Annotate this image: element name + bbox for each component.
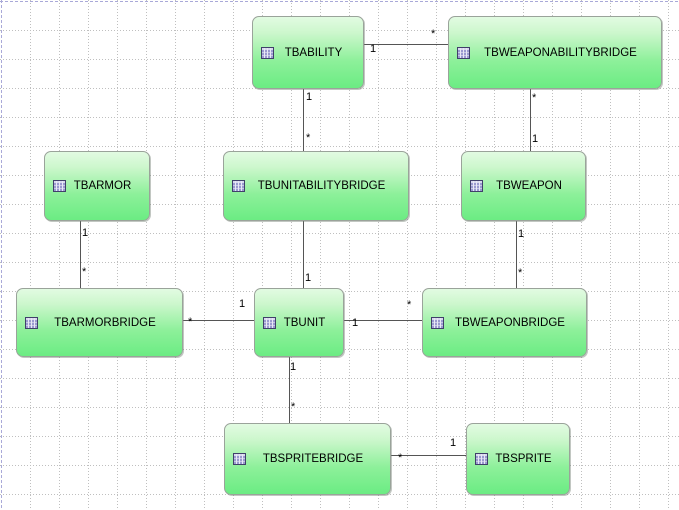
entity-tbability[interactable]: TBABILITY bbox=[252, 16, 364, 89]
entity-tbweaponabilitybridge[interactable]: TBWEAPONABILITYBRIDGE bbox=[448, 16, 662, 89]
relationship-connector[interactable] bbox=[183, 320, 254, 321]
relationship-connector[interactable] bbox=[303, 89, 304, 151]
entity-tbarmorbridge[interactable]: TBARMORBRIDGE bbox=[16, 288, 183, 357]
table-icon bbox=[233, 453, 246, 465]
table-icon bbox=[25, 316, 38, 329]
table-icon bbox=[53, 180, 66, 192]
cardinality-label: * bbox=[188, 316, 193, 328]
entity-name-label: TBUNIT bbox=[283, 316, 326, 329]
cardinality-label: 1 bbox=[450, 437, 457, 449]
entity-name-label: TBARMOR bbox=[73, 180, 132, 192]
grid-line-vertical bbox=[407, 0, 408, 510]
relationship-connector[interactable] bbox=[364, 44, 448, 45]
entity-name-label: TBUNITABILITYBRIDGE bbox=[257, 180, 386, 192]
grid-line-horizontal bbox=[0, 146, 679, 147]
entity-tbweaponbridge[interactable]: TBWEAPONBRIDGE bbox=[422, 288, 587, 357]
grid-line-horizontal bbox=[0, 117, 679, 118]
cardinality-label: 1 bbox=[370, 43, 377, 55]
entity-tbsprite[interactable]: TBSPRITE bbox=[466, 423, 570, 495]
table-icon bbox=[263, 316, 276, 329]
cardinality-label: * bbox=[532, 92, 537, 104]
entity-name-label: TBABILITY bbox=[284, 46, 343, 59]
cardinality-label: * bbox=[82, 266, 87, 278]
relationship-connector[interactable] bbox=[516, 221, 517, 288]
cardinality-label: * bbox=[518, 267, 523, 279]
cardinality-label: * bbox=[431, 28, 436, 40]
table-icon bbox=[261, 46, 274, 59]
table-icon bbox=[470, 180, 483, 192]
grid-line-horizontal bbox=[0, 1, 679, 2]
cardinality-label: * bbox=[398, 452, 403, 464]
entity-tbspritebridge[interactable]: TBSPRITEBRIDGE bbox=[224, 423, 391, 495]
cardinality-label: 1 bbox=[306, 91, 313, 103]
entity-name-label: TBWEAPON bbox=[496, 180, 562, 192]
cardinality-label: 1 bbox=[290, 361, 297, 373]
cardinality-label: 1 bbox=[305, 272, 312, 284]
table-icon bbox=[232, 180, 245, 192]
cardinality-label: 1 bbox=[352, 317, 359, 329]
cardinality-label: 1 bbox=[518, 228, 525, 240]
cardinality-label: * bbox=[306, 132, 311, 144]
relationship-connector[interactable] bbox=[80, 221, 81, 288]
grid-line-horizontal bbox=[0, 378, 679, 379]
entity-tbunitabilitybridge[interactable]: TBUNITABILITYBRIDGE bbox=[223, 151, 409, 221]
grid-line-horizontal bbox=[0, 233, 679, 234]
grid-line-vertical bbox=[117, 0, 118, 510]
entity-name-label: TBSPRITE bbox=[495, 453, 552, 465]
entity-tbweapon[interactable]: TBWEAPON bbox=[461, 151, 586, 221]
grid-line-horizontal bbox=[0, 262, 679, 263]
grid-line-vertical bbox=[88, 0, 89, 510]
grid-line-vertical bbox=[175, 0, 176, 510]
grid-line-vertical bbox=[204, 0, 205, 510]
cardinality-label: * bbox=[407, 299, 412, 311]
cardinality-label: * bbox=[291, 401, 296, 413]
table-icon bbox=[475, 453, 488, 465]
entity-tbarmor[interactable]: TBARMOR bbox=[44, 151, 150, 221]
entity-name-label: TBARMORBRIDGE bbox=[54, 316, 156, 329]
entity-name-label: TBWEAPONABILITYBRIDGE bbox=[484, 46, 637, 59]
grid-line-vertical bbox=[1, 0, 2, 510]
grid-line-horizontal bbox=[0, 407, 679, 408]
entity-name-label: TBSPRITEBRIDGE bbox=[262, 453, 364, 465]
table-icon bbox=[431, 316, 444, 329]
grid-line-vertical bbox=[668, 0, 669, 510]
cardinality-label: 1 bbox=[239, 298, 246, 310]
table-icon bbox=[457, 46, 470, 59]
grid-line-vertical bbox=[146, 0, 147, 510]
entity-tbunit[interactable]: TBUNIT bbox=[254, 288, 344, 357]
entity-name-label: TBWEAPONBRIDGE bbox=[455, 316, 565, 329]
grid-line-vertical bbox=[436, 0, 437, 510]
relationship-connector[interactable] bbox=[303, 221, 304, 288]
cardinality-label: 1 bbox=[82, 227, 89, 239]
cardinality-label: 1 bbox=[532, 133, 539, 145]
grid-line-vertical bbox=[30, 0, 31, 510]
grid-line-vertical bbox=[59, 0, 60, 510]
relationship-connector[interactable] bbox=[530, 89, 531, 151]
